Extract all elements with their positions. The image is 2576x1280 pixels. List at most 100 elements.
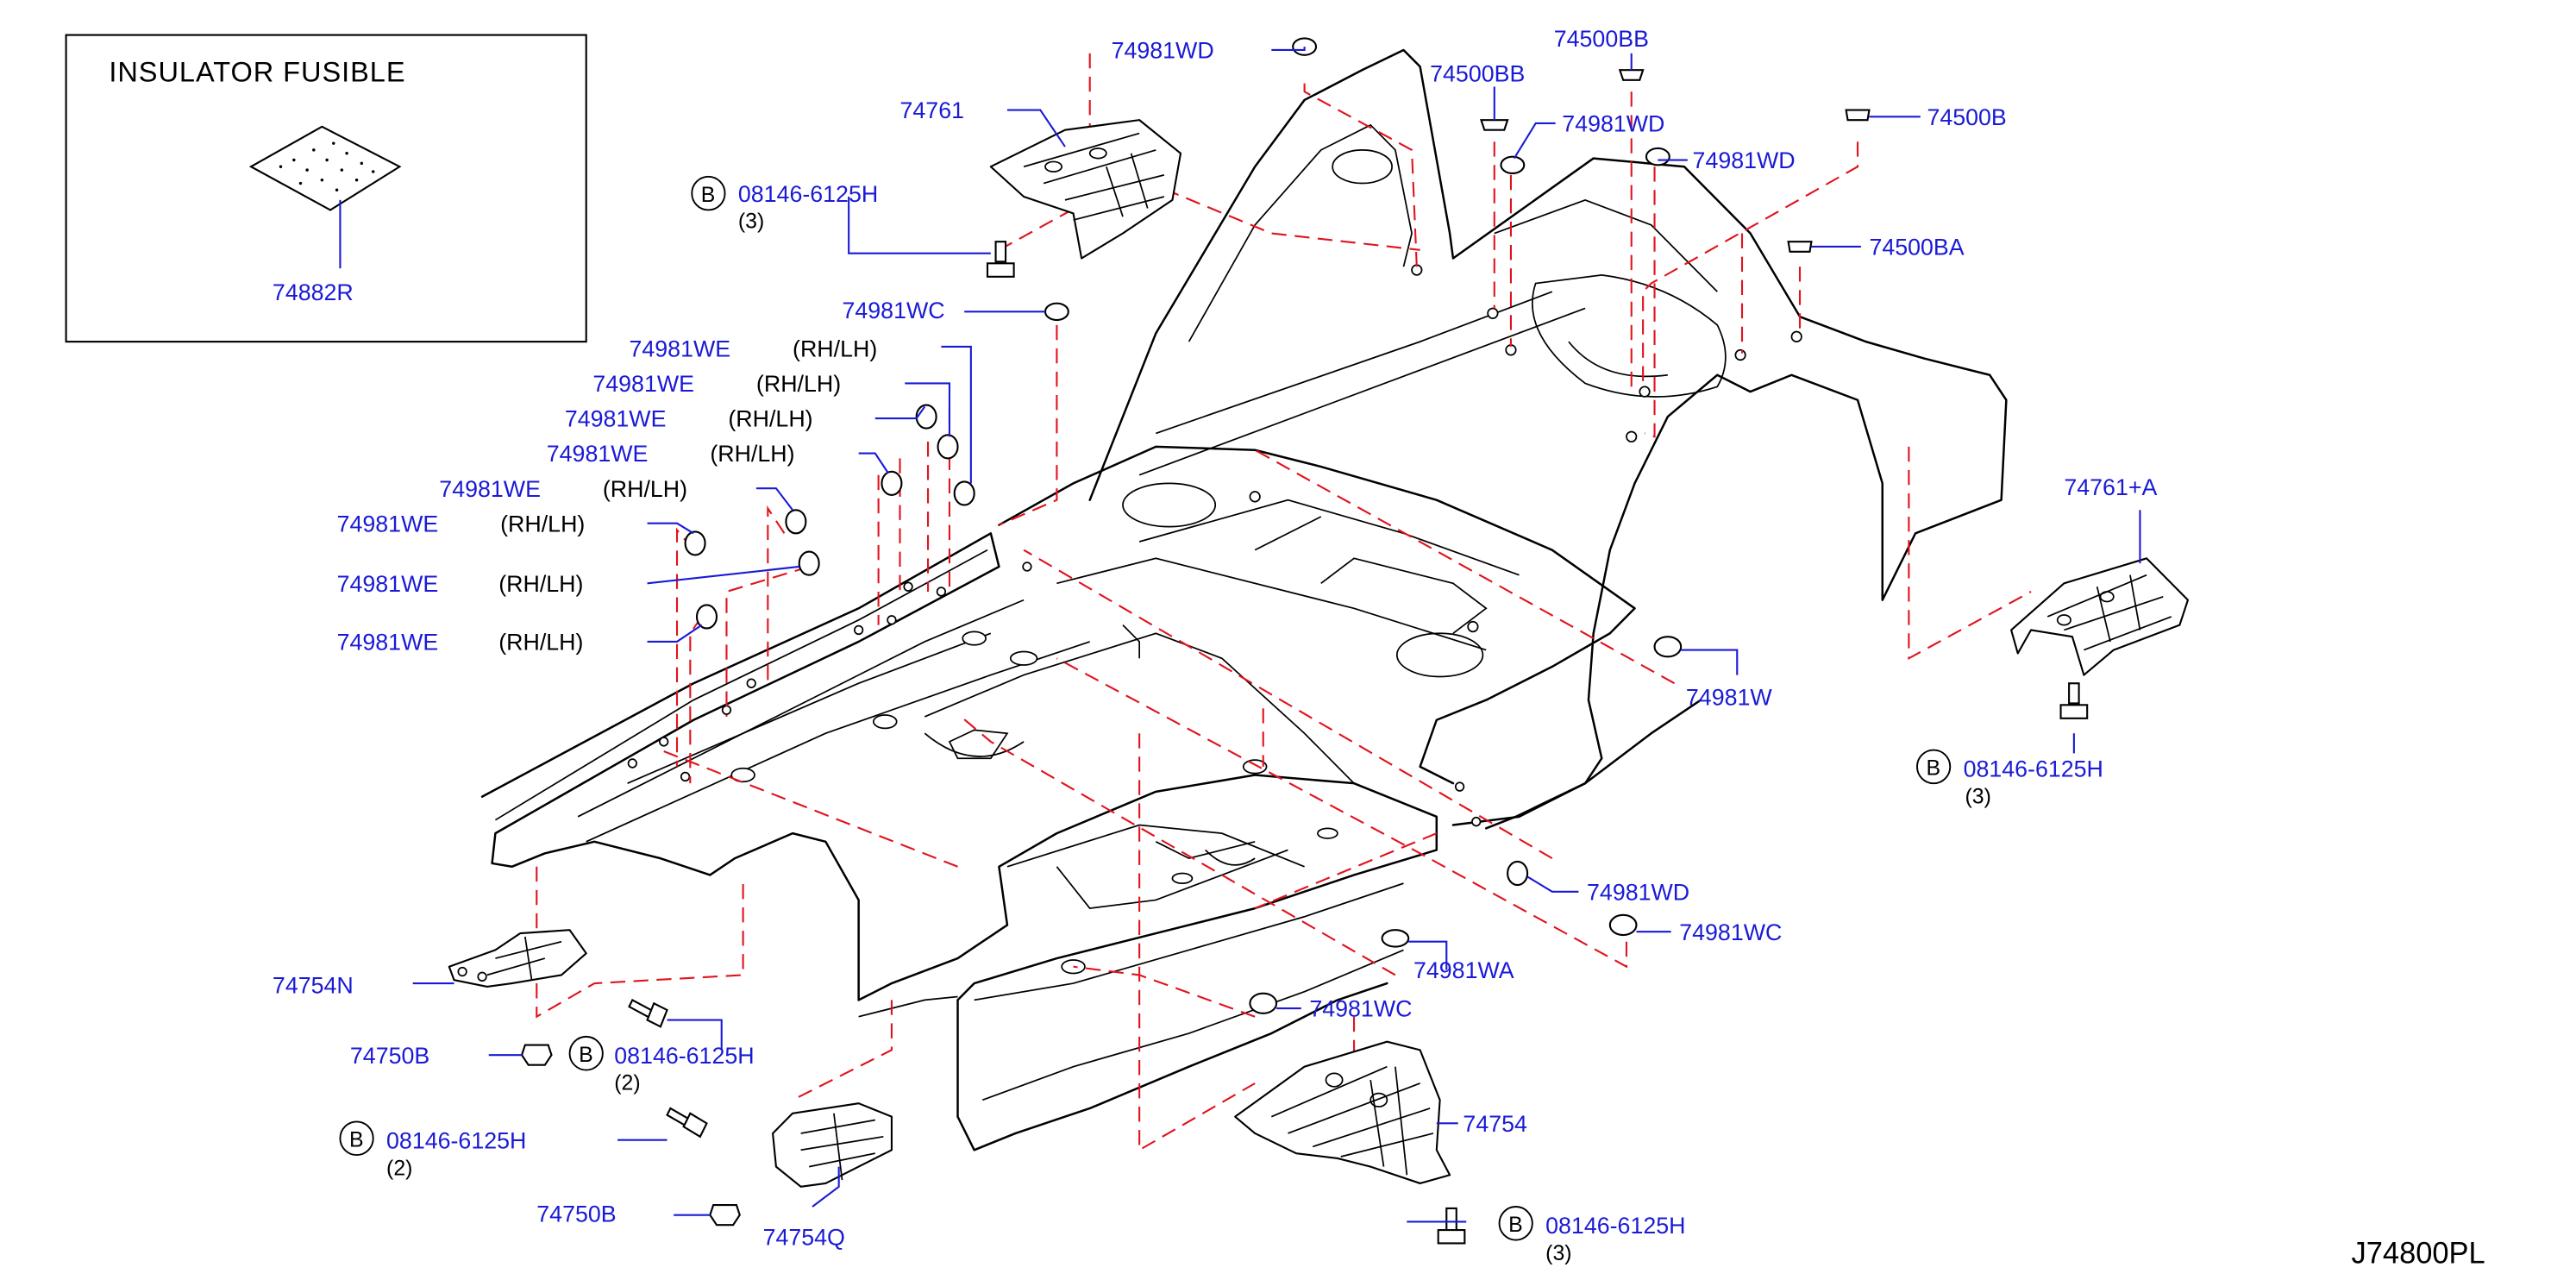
bolt-qty-4: (2) bbox=[386, 1156, 412, 1180]
plug-74981WC-a bbox=[1044, 302, 1069, 322]
plug-74981WD-b bbox=[1500, 155, 1526, 175]
we-label-3[interactable]: 74981WE bbox=[565, 406, 667, 432]
insulator-74754Q[interactable] bbox=[772, 1102, 893, 1188]
we-label-8[interactable]: 74981WE bbox=[337, 629, 439, 655]
label-74981WC-c[interactable]: 74981WC bbox=[1309, 996, 1412, 1022]
label-74500B[interactable]: 74500B bbox=[1927, 104, 2006, 130]
we-label-2[interactable]: 74981WE bbox=[592, 371, 694, 397]
we-label-6[interactable]: 74981WE bbox=[337, 511, 439, 536]
we-plug-labels: 74981WE (RH/LH) 74981WE (RH/LH) 74981WE … bbox=[337, 336, 878, 655]
bolt-qty-2: (3) bbox=[1965, 784, 1990, 808]
we-label-7[interactable]: 74981WE bbox=[337, 571, 439, 597]
label-74981WD-top[interactable]: 74981WD bbox=[1112, 38, 1214, 64]
floor-panel bbox=[480, 48, 2008, 1151]
bolt-part-3: 08146-6125H bbox=[614, 1043, 754, 1069]
plug-74981WD-d bbox=[1507, 860, 1529, 887]
plug-we-2 bbox=[937, 434, 959, 460]
plug-74981WD-c bbox=[1645, 147, 1670, 166]
bolt-marker: B bbox=[1508, 1213, 1523, 1237]
we-side-1: (RH/LH) bbox=[793, 336, 877, 361]
heat-insulator-74761[interactable] bbox=[989, 119, 1182, 260]
plug-74981WC-b bbox=[1608, 913, 1638, 937]
inset-title: INSULATOR FUSIBLE bbox=[109, 56, 405, 88]
plug-we-5 bbox=[785, 509, 807, 535]
we-side-3: (RH/LH) bbox=[728, 406, 812, 432]
we-side-2: (RH/LH) bbox=[756, 371, 841, 397]
bolt-b5-icon bbox=[1437, 1207, 1466, 1245]
heat-insulator-74754[interactable] bbox=[1234, 1040, 1451, 1184]
we-side-4: (RH/LH) bbox=[710, 441, 794, 467]
grommet-74500BB-b bbox=[1480, 119, 1509, 131]
bolt-b2-icon bbox=[2059, 682, 2089, 719]
insulator-pad-icon bbox=[248, 125, 402, 211]
label-74981WD-c[interactable]: 74981WD bbox=[1693, 147, 1796, 173]
grommet-74500BA bbox=[1787, 241, 1813, 253]
label-74981W[interactable]: 74981W bbox=[1686, 684, 1772, 710]
bolt-b3-icon bbox=[628, 998, 668, 1028]
bolt-part-5: 08146-6125H bbox=[1545, 1213, 1685, 1239]
nut-74750B-b bbox=[709, 1203, 741, 1227]
bolt-callout-5[interactable]: B 08146-6125H (3) bbox=[1498, 1206, 1686, 1265]
we-side-5: (RH/LH) bbox=[603, 476, 687, 502]
label-74981WC-b[interactable]: 74981WC bbox=[1679, 919, 1782, 945]
label-74981WD-d[interactable]: 74981WD bbox=[1587, 879, 1689, 905]
bolt-qty-1: (3) bbox=[738, 210, 764, 234]
plug-we-8 bbox=[695, 604, 718, 630]
drawing-code: J74800PL bbox=[2352, 1238, 2485, 1271]
bolt-qty-3: (2) bbox=[614, 1071, 640, 1095]
bolt-callout-1[interactable]: B 08146-6125H (3) bbox=[691, 175, 878, 234]
plug-74981WC-c bbox=[1249, 992, 1278, 1014]
we-side-7: (RH/LH) bbox=[498, 571, 583, 597]
label-74500BB-b[interactable]: 74500BB bbox=[1554, 26, 1649, 52]
we-side-8: (RH/LH) bbox=[498, 629, 583, 655]
label-74754N[interactable]: 74754N bbox=[273, 973, 354, 999]
label-74754Q[interactable]: 74754Q bbox=[763, 1224, 845, 1250]
label-74981WD-b[interactable]: 74981WD bbox=[1562, 111, 1664, 137]
label-74761A[interactable]: 74761+A bbox=[2064, 474, 2157, 500]
label-74754[interactable]: 74754 bbox=[1463, 1111, 1527, 1137]
bolt-part-4: 08146-6125H bbox=[386, 1127, 526, 1153]
heat-insulator-74761A[interactable] bbox=[2010, 557, 2190, 676]
label-74500BB-a[interactable]: 74500BB bbox=[1430, 61, 1525, 87]
bolt-part-1: 08146-6125H bbox=[738, 181, 878, 207]
plug-we-7 bbox=[798, 550, 820, 576]
label-74981WC-a[interactable]: 74981WC bbox=[842, 298, 944, 323]
bolt-marker: B bbox=[1926, 756, 1940, 780]
plug-we-1 bbox=[953, 480, 975, 506]
insulator-74754N[interactable] bbox=[448, 929, 587, 988]
plug-74981WA bbox=[1381, 929, 1410, 948]
plug-we-3 bbox=[915, 404, 937, 430]
bolt-b4-icon bbox=[666, 1107, 708, 1139]
we-label-1[interactable]: 74981WE bbox=[630, 336, 731, 361]
inset-part-number[interactable]: 74882R bbox=[273, 279, 354, 305]
leader-lines bbox=[412, 47, 2141, 1223]
plug-we-4 bbox=[881, 470, 903, 496]
plug-74981W bbox=[1653, 636, 1683, 658]
we-side-6: (RH/LH) bbox=[500, 511, 585, 536]
bolt-qty-5: (3) bbox=[1545, 1241, 1571, 1265]
label-74500BA[interactable]: 74500BA bbox=[1869, 235, 1964, 260]
grommet-74500BB-a bbox=[1618, 69, 1645, 81]
bolt-marker: B bbox=[701, 183, 716, 207]
callout-labels: 74981WD 74500BB 74500BB 74981WD 74981WD … bbox=[273, 26, 2157, 1250]
label-74750B-b[interactable]: 74750B bbox=[536, 1201, 616, 1227]
bolt-callout-4[interactable]: B 08146-6125H (2) bbox=[339, 1120, 526, 1180]
grommet-74500B bbox=[1845, 109, 1871, 122]
we-label-5[interactable]: 74981WE bbox=[439, 476, 541, 502]
we-label-4[interactable]: 74981WE bbox=[547, 441, 649, 467]
bolt-b1-icon bbox=[986, 241, 1015, 278]
plug-we-6 bbox=[684, 530, 706, 556]
bolts bbox=[628, 241, 2089, 1245]
bolt-callout-3[interactable]: B 08146-6125H (2) bbox=[568, 1035, 755, 1095]
bolt-marker: B bbox=[349, 1127, 364, 1151]
inset-box: INSULATOR FUSIBLE 74882R bbox=[65, 34, 587, 343]
label-74750B-a[interactable]: 74750B bbox=[350, 1043, 429, 1069]
bolt-part-2: 08146-6125H bbox=[1964, 756, 2103, 781]
bolt-marker: B bbox=[579, 1043, 593, 1067]
bolt-callout-2[interactable]: B 08146-6125H (3) bbox=[1916, 749, 2103, 809]
label-74981WA[interactable]: 74981WA bbox=[1413, 957, 1514, 983]
plugs bbox=[520, 37, 1871, 1227]
label-74761[interactable]: 74761 bbox=[900, 97, 964, 123]
nut-74750B-a bbox=[520, 1044, 553, 1066]
